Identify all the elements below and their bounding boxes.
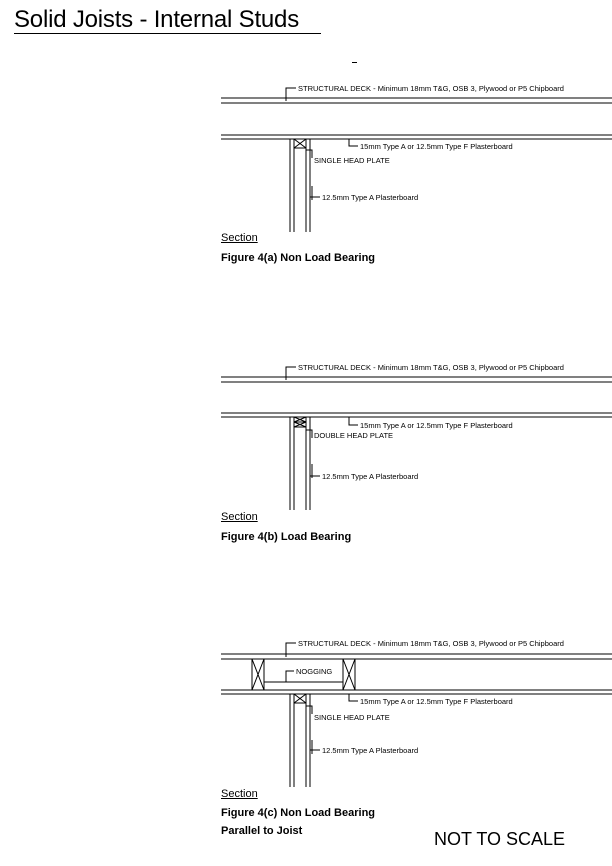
figure-4a-drawing: [221, 87, 612, 232]
label-structural-deck-c: STRUCTURAL DECK - Minimum 18mm T&G, OSB …: [298, 639, 564, 648]
label-nogging-c: NOGGING: [296, 667, 332, 676]
label-wall-board-b: 12.5mm Type A Plasterboard: [322, 472, 418, 481]
stray-mark: [352, 62, 357, 63]
label-single-head-plate-c: SINGLE HEAD PLATE: [314, 713, 390, 722]
not-to-scale-note: NOT TO SCALE: [434, 829, 566, 849]
label-structural-deck-b: STRUCTURAL DECK - Minimum 18mm T&G, OSB …: [298, 363, 564, 372]
label-wall-board-c: 12.5mm Type A Plasterboard: [322, 746, 418, 755]
figure-caption-a: Figure 4(a) Non Load Bearing: [221, 252, 376, 264]
figure-caption-c: Figure 4(c) Non Load Bearing: [221, 807, 376, 819]
section-heading-c: Section: [221, 788, 258, 800]
label-ceiling-board-a: 15mm Type A or 12.5mm Type F Plasterboar…: [360, 142, 513, 151]
label-wall-board-a: 12.5mm Type A Plasterboard: [322, 193, 418, 202]
label-double-head-plate-b: DOUBLE HEAD PLATE: [314, 431, 393, 440]
label-structural-deck-a: STRUCTURAL DECK - Minimum 18mm T&G, OSB …: [298, 84, 564, 93]
figure-4c-drawing: [221, 642, 612, 787]
label-ceiling-board-c: 15mm Type A or 12.5mm Type F Plasterboar…: [360, 697, 513, 706]
page-title: Solid Joists - Internal Studs: [14, 6, 300, 33]
section-heading-b: Section: [221, 511, 258, 523]
figure-caption-b: Figure 4(b) Load Bearing: [221, 531, 352, 543]
label-ceiling-board-b: 15mm Type A or 12.5mm Type F Plasterboar…: [360, 421, 513, 430]
label-single-head-plate-a: SINGLE HEAD PLATE: [314, 156, 390, 165]
section-heading-a: Section: [221, 232, 258, 244]
figure-4b-drawing: [221, 366, 612, 510]
title-underline: [14, 33, 321, 34]
figure-caption-c-line2: Parallel to Joist: [221, 825, 303, 837]
